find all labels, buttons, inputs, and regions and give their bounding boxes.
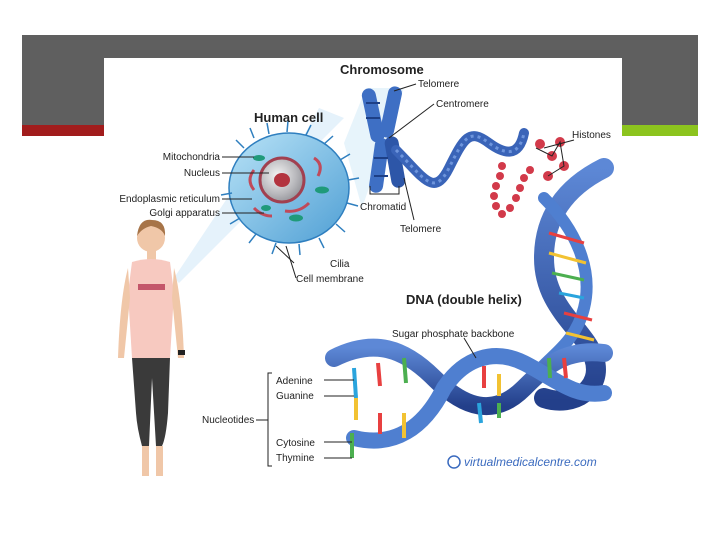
histones-label: Histones: [572, 130, 611, 141]
centromere-label: Centromere: [436, 99, 489, 110]
human-figure: [118, 220, 185, 476]
mitochondria-label: Mitochondria: [163, 152, 221, 163]
chromosome-heading: Chromosome: [340, 62, 424, 77]
accent-stripe-left: [22, 125, 106, 136]
cytosine-label: Cytosine: [276, 438, 315, 449]
human-cell: [221, 121, 359, 255]
telomere-top-label: Telomere: [418, 79, 460, 90]
adenine-label: Adenine: [276, 376, 313, 387]
cell-membrane-label: Cell membrane: [296, 274, 364, 285]
thymine-label: Thymine: [276, 453, 315, 464]
cilia-label: Cilia: [330, 259, 350, 270]
dna-heading: DNA (double helix): [406, 292, 522, 307]
golgi-apparatus-label: Golgi apparatus: [149, 208, 220, 219]
human-cell-heading: Human cell: [254, 110, 323, 125]
watermark-text: virtualmedicalcentre.com: [464, 455, 597, 469]
dna-diagram: Chromosome Telomere Centromere Histones …: [104, 58, 622, 488]
chromatid-label: Chromatid: [360, 202, 406, 213]
telomere-bottom-label: Telomere: [400, 224, 442, 235]
sugar-phosphate-backbone-label: Sugar phosphate backbone: [392, 329, 515, 340]
guanine-label: Guanine: [276, 391, 314, 402]
endoplasmic-reticulum-label: Endoplasmic reticulum: [119, 194, 220, 205]
watermark-logo-icon: [448, 456, 460, 468]
nucleus-label: Nucleus: [184, 168, 220, 179]
nucleotides-label: Nucleotides: [202, 415, 254, 426]
chromatin-fiber: [396, 133, 524, 183]
accent-stripe-right: [620, 125, 698, 136]
